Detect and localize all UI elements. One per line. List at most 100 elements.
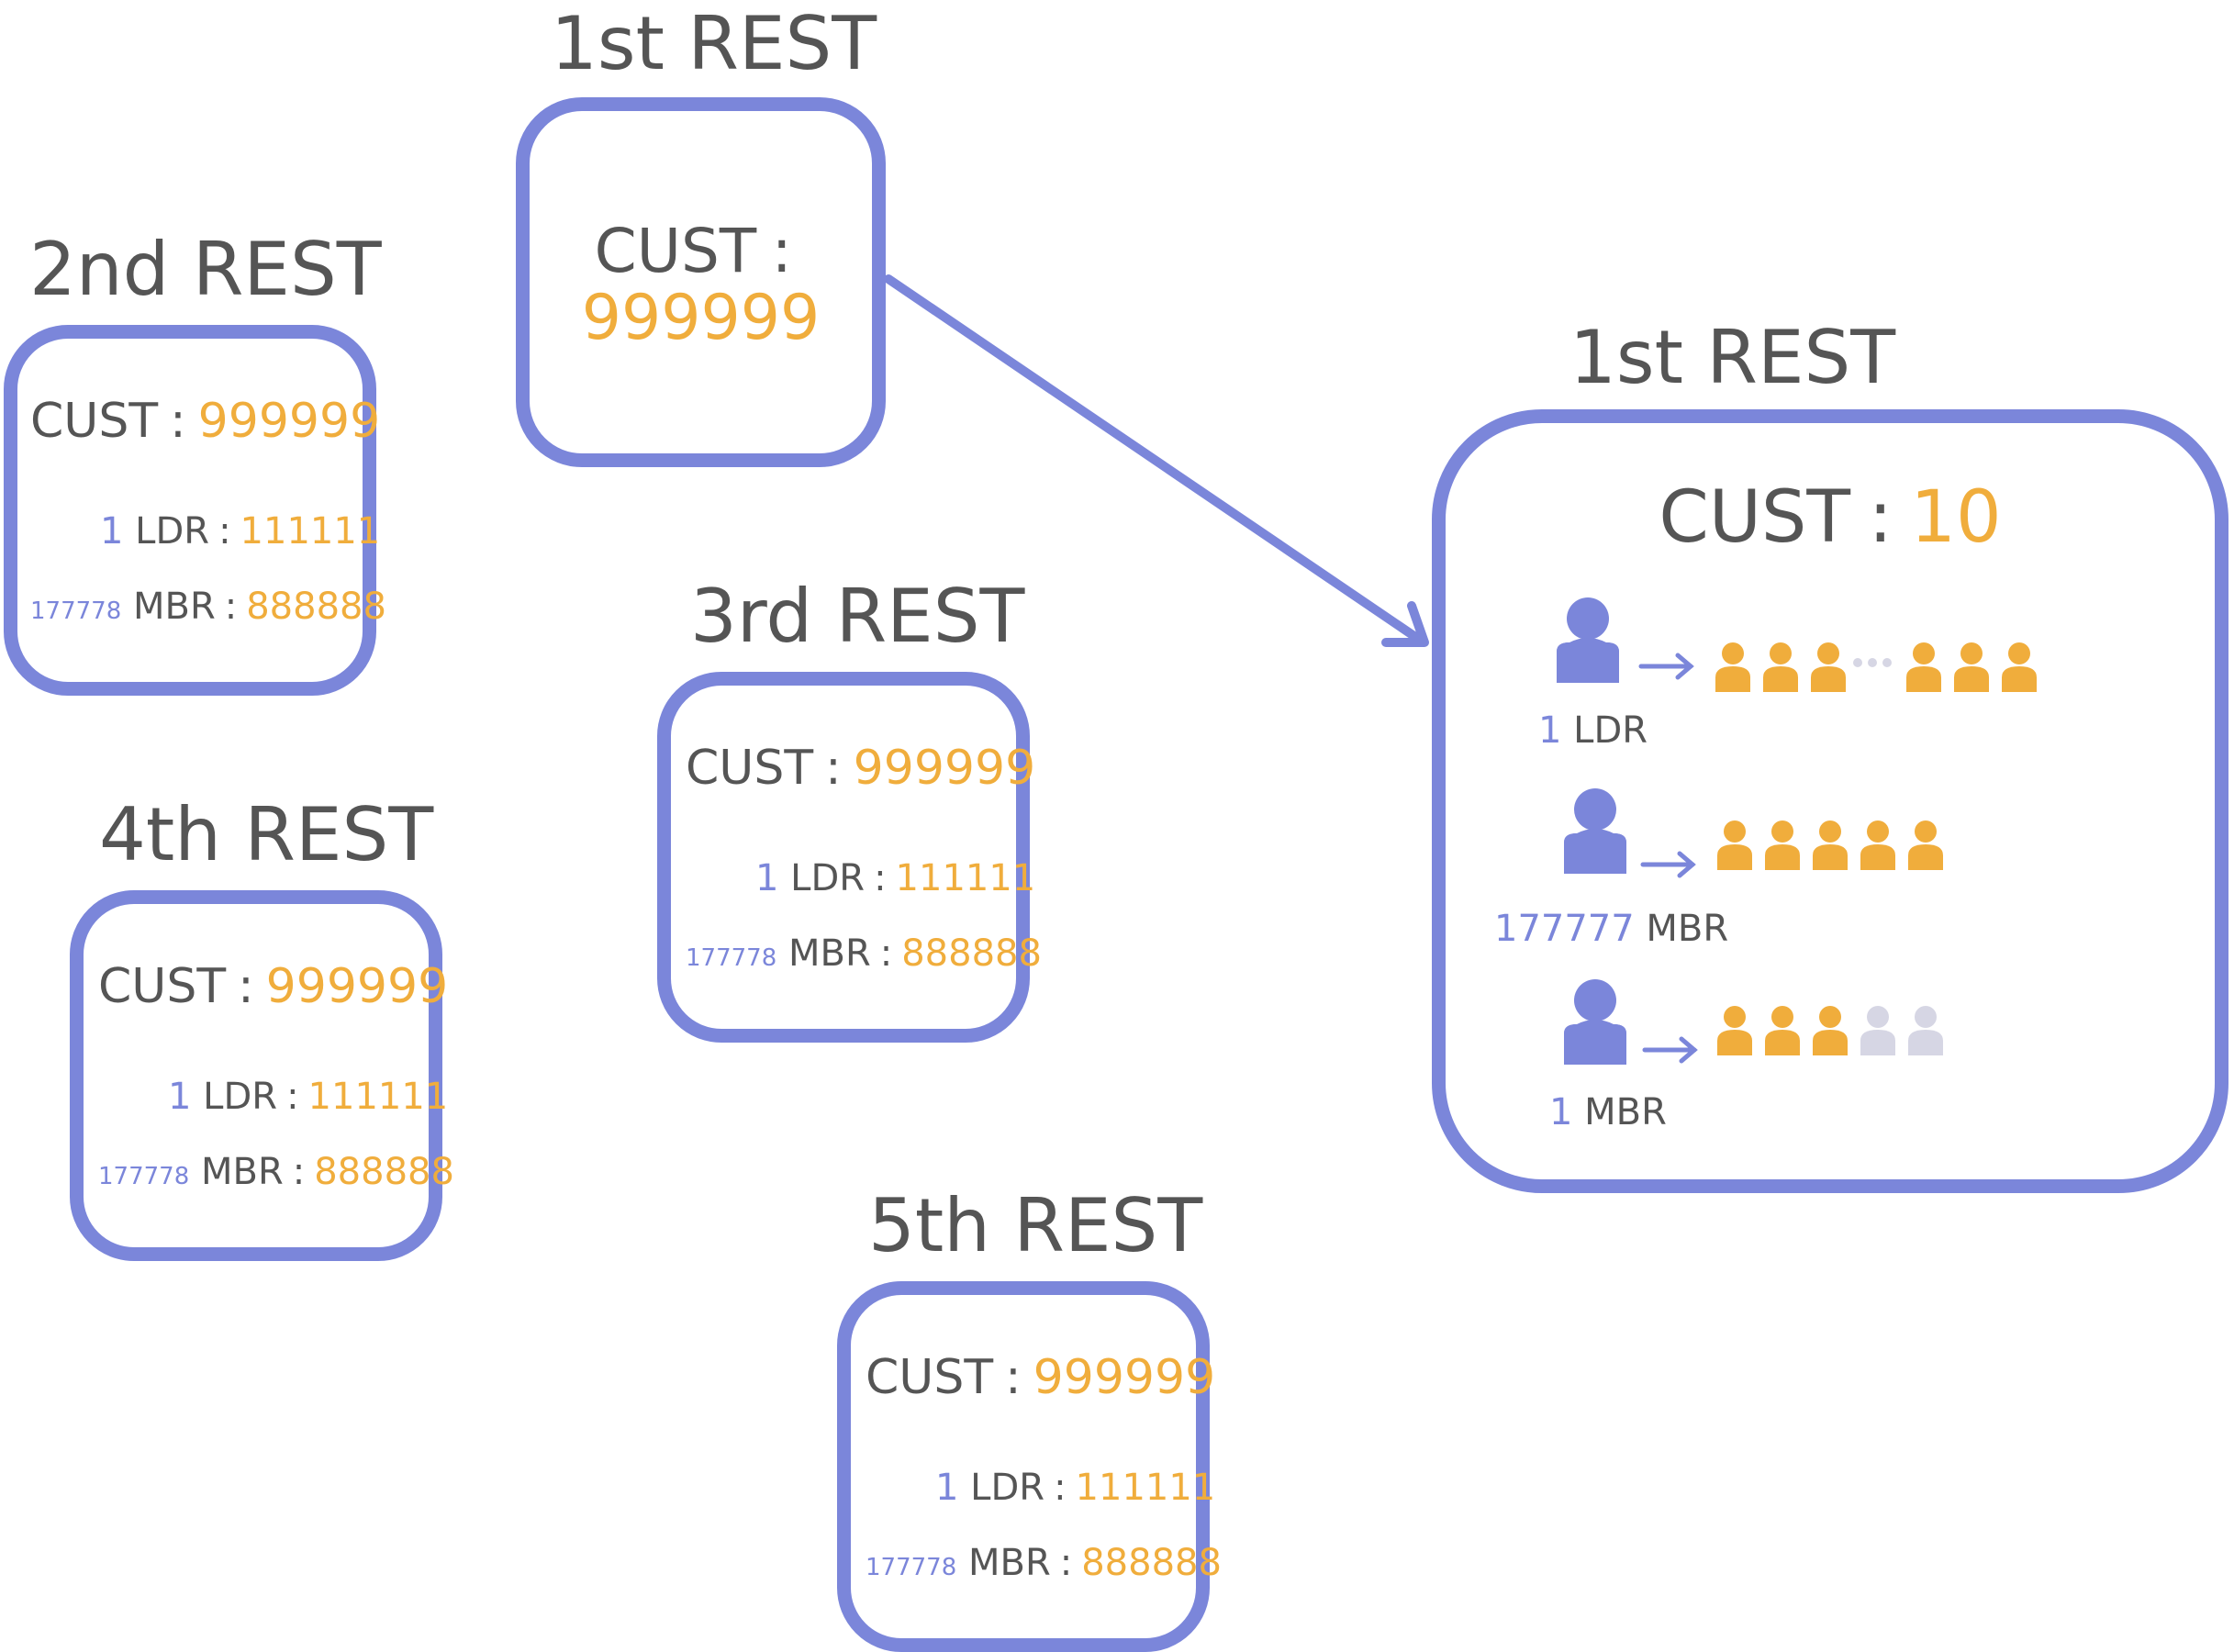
colon: : — [292, 1151, 306, 1193]
ldr-count: 1 — [100, 510, 124, 553]
mbr-value: 888888 — [246, 586, 386, 628]
mbr-value: 888888 — [901, 932, 1042, 975]
rest-4-title: 4th REST — [99, 792, 434, 877]
colon: : — [238, 959, 254, 1014]
colon: : — [224, 586, 238, 628]
detail-rest-title: 1st REST — [1569, 315, 1896, 400]
leader-person-icon — [1557, 597, 1619, 683]
mbr-value: 888888 — [1081, 1542, 1222, 1584]
cust-line: CUST:999999 — [686, 744, 1035, 792]
cust-value: 10 — [1910, 476, 2002, 559]
mbr-line: 177778 MBR:888888 — [866, 1545, 1222, 1581]
ldr-line: 1 LDR:111111 — [755, 860, 1035, 897]
ldr-label: LDR — [203, 1076, 278, 1118]
detail-cust-line: CUST:10 — [1446, 482, 2215, 553]
row-count: 1 — [1549, 1091, 1573, 1133]
customer-icon — [1860, 820, 1895, 870]
colon: : — [218, 510, 231, 553]
ldr-value: 111111 — [240, 510, 381, 553]
rest-4-box: CUST:999999 1 LDR:111111 177778 MBR:8888… — [70, 890, 454, 1261]
mbr-label: MBR — [787, 932, 871, 975]
connector-arrow-icon — [884, 274, 1429, 647]
small-arrow-icon — [1640, 851, 1696, 878]
ldr-count: 1 — [935, 1467, 959, 1509]
customer-icon — [2002, 642, 2037, 692]
top-cust-value: 999999 — [581, 282, 821, 354]
ldr-line: 1 LDR:111111 — [168, 1078, 448, 1115]
top-rest-title: 1st REST — [551, 1, 877, 86]
cust-label: CUST — [594, 216, 757, 286]
cust-value: 999999 — [197, 394, 381, 449]
customer-icon — [1811, 642, 1846, 692]
rest-5-title: 5th REST — [868, 1183, 1203, 1268]
colon: : — [1054, 1467, 1067, 1509]
colon: : — [771, 216, 792, 286]
rest-3-box: CUST:999999 1 LDR:111111 177778 MBR:8888… — [657, 672, 1042, 1043]
ldr-label: LDR — [970, 1467, 1045, 1509]
customer-icon — [1717, 820, 1752, 870]
rest-5-box: CUST:999999 1 LDR:111111 177778 MBR:8888… — [837, 1281, 1222, 1652]
customer-icon — [1765, 820, 1800, 870]
member-person-icon — [1564, 788, 1626, 874]
small-arrow-icon — [1642, 1036, 1698, 1064]
ldr-line: 1 LDR:111111 — [935, 1469, 1215, 1506]
colon: : — [170, 394, 186, 449]
cust-line: CUST:999999 — [30, 397, 380, 445]
cust-label: CUST — [30, 394, 159, 449]
ldr-value: 111111 — [1075, 1467, 1216, 1509]
mbr-line: 177778 MBR:888888 — [686, 935, 1042, 972]
ldr-value: 111111 — [307, 1076, 449, 1118]
row-label: LDR — [1573, 709, 1648, 752]
row-count: 177777 — [1494, 908, 1635, 950]
mbr-label: MBR — [132, 586, 216, 628]
member-person-icon — [1564, 979, 1626, 1065]
detail-row-single-mbr-label: 1 MBR — [1549, 1094, 1667, 1131]
row-label: MBR — [1646, 908, 1729, 950]
mbr-line: 177778 MBR:888888 — [30, 588, 386, 625]
cust-label: CUST — [866, 1350, 994, 1405]
ldr-count: 1 — [755, 857, 779, 899]
colon: : — [825, 741, 842, 796]
colon: : — [1005, 1350, 1022, 1405]
customer-icon — [1717, 1006, 1752, 1055]
mbr-count: 177778 — [98, 1163, 190, 1190]
colon: : — [1059, 1542, 1073, 1584]
customer-icon — [1813, 820, 1848, 870]
colon: : — [1868, 476, 1893, 559]
customer-icon — [1908, 820, 1943, 870]
cust-value: 999999 — [265, 959, 449, 1014]
customer-icon — [1906, 642, 1941, 692]
colon: : — [879, 932, 893, 975]
cust-label: CUST — [686, 741, 814, 796]
cust-line: CUST:999999 — [866, 1354, 1215, 1401]
customer-icon — [1813, 1006, 1848, 1055]
row-count: 1 — [1538, 709, 1562, 752]
ellipsis-icon — [1853, 658, 1892, 667]
cust-label: CUST — [98, 959, 227, 1014]
mbr-count: 177778 — [866, 1554, 957, 1581]
top-cust-line: CUST: — [530, 221, 872, 282]
rest-2-box: CUST:999999 1 LDR:111111 177778 MBR:8888… — [4, 325, 386, 696]
mbr-label: MBR — [200, 1151, 284, 1193]
inactive-customer-icon — [1860, 1006, 1895, 1055]
cust-value: 999999 — [1033, 1350, 1216, 1405]
colon: : — [874, 857, 887, 899]
row-label: MBR — [1584, 1091, 1667, 1133]
ldr-line: 1 LDR:111111 — [100, 513, 380, 550]
customer-icon — [1954, 642, 1989, 692]
mbr-line: 177778 MBR:888888 — [98, 1154, 454, 1190]
ldr-count: 1 — [168, 1076, 192, 1118]
mbr-count: 177778 — [686, 944, 777, 972]
detail-row-ldr-label: 1 LDR — [1538, 712, 1648, 749]
ldr-value: 111111 — [895, 857, 1036, 899]
customer-icon — [1715, 642, 1750, 692]
rest-3-title: 3rd REST — [690, 574, 1025, 659]
cust-line: CUST:999999 — [98, 963, 448, 1010]
mbr-value: 888888 — [314, 1151, 454, 1193]
customer-icon — [1765, 1006, 1800, 1055]
ldr-label: LDR — [135, 510, 210, 553]
customer-icon — [1763, 642, 1798, 692]
colon: : — [286, 1076, 299, 1118]
rest-2-title: 2nd REST — [29, 227, 382, 312]
